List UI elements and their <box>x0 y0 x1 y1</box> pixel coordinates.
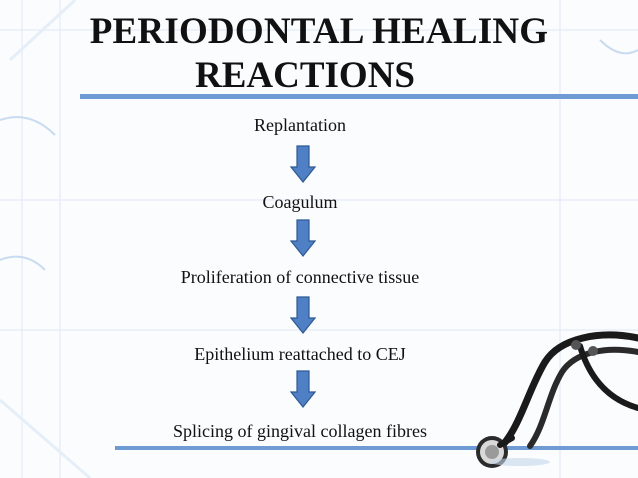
step-epithelium: Epithelium reattached to CEJ <box>194 344 406 364</box>
bottom-rule <box>115 446 638 450</box>
step-proliferation: Proliferation of connective tissue <box>180 267 420 287</box>
down-arrow-icon <box>290 296 316 334</box>
title-underline <box>80 94 638 99</box>
step-coagulum: Coagulum <box>262 192 338 212</box>
step-splicing: Splicing of gingival collagen fibres <box>173 421 427 441</box>
step-replantation: Replantation <box>254 115 346 135</box>
down-arrow-icon <box>290 370 316 408</box>
page-title-line-1: PERIODONTAL HEALING <box>89 11 549 52</box>
page-title-line-2: REACTIONS <box>195 55 415 96</box>
down-arrow-icon <box>290 145 316 183</box>
down-arrow-icon <box>290 219 316 257</box>
